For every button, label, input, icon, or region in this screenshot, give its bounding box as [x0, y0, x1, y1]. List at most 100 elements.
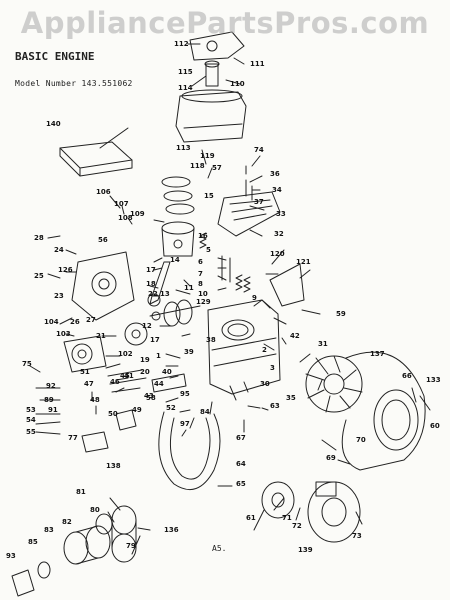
rod-assembly [115, 409, 137, 431]
muffler-body [63, 525, 111, 565]
part-callout-41: 41 [124, 372, 134, 380]
part-callout-89: 89 [44, 396, 54, 404]
part-callout-137: 137 [370, 350, 385, 358]
part-callout-138: 138 [106, 462, 121, 470]
part-callout-77: 77 [68, 434, 78, 442]
part-callout-33: 33 [276, 210, 286, 218]
part-callout-14: 14 [170, 256, 180, 264]
part-callout-50: 50 [108, 410, 118, 418]
part-callout-118: 118 [190, 162, 205, 170]
starter-pulley [261, 481, 295, 519]
part-callout-75: 75 [22, 360, 32, 368]
governor-gear [71, 343, 93, 365]
part-callout-70: 70 [356, 436, 366, 444]
part-callout-18: 18 [146, 280, 156, 288]
part-callout-27: 27 [86, 316, 96, 324]
model-number: Model Number 143.551062 [15, 79, 133, 88]
camshaft-gear [124, 322, 148, 346]
part-callout-61: 61 [246, 514, 256, 522]
part-callout-30: 30 [260, 380, 270, 388]
part-callout-45: 45 [120, 372, 130, 380]
cylinder-block [207, 299, 281, 395]
part-callout-121: 121 [296, 258, 311, 266]
part-callout-32: 32 [274, 230, 284, 238]
part-callout-84: 84 [200, 408, 210, 416]
part-callout-48: 48 [90, 396, 100, 404]
part-callout-106: 106 [96, 188, 111, 196]
piston-rings [161, 176, 195, 215]
choke-bracket [81, 431, 109, 453]
part-callout-46: 46 [110, 378, 120, 386]
part-callout-102: 102 [118, 350, 133, 358]
part-callout-34: 34 [272, 186, 282, 194]
flywheel [305, 355, 363, 413]
exhaust-pipe [11, 569, 35, 597]
part-callout-93: 93 [6, 552, 16, 560]
air-cleaner-body [175, 89, 247, 143]
part-callout-8: 8 [198, 280, 203, 288]
part-callout-15: 15 [204, 192, 214, 200]
crankcase-cover [71, 251, 135, 321]
part-callout-54: 54 [26, 416, 36, 424]
part-callout-36: 36 [270, 170, 280, 178]
part-callout-63: 63 [270, 402, 280, 410]
page-label: A5. [212, 544, 227, 553]
leader-lines [29, 43, 431, 555]
part-callout-60: 60 [430, 422, 440, 430]
part-callout-28: 28 [34, 234, 44, 242]
diagram-title: BASIC ENGINE [15, 50, 95, 63]
breather-plate [151, 373, 187, 393]
part-callout-97: 97 [180, 420, 190, 428]
part-callout-19: 19 [140, 356, 150, 364]
part-callout-74: 74 [254, 146, 264, 154]
part-callout-110: 110 [230, 80, 245, 88]
part-callout-136: 136 [164, 526, 179, 534]
part-callout-58: 58 [146, 394, 156, 402]
part-callout-111: 111 [250, 60, 265, 68]
part-callout-39: 39 [184, 348, 194, 356]
part-callout-104: 104 [44, 318, 59, 326]
pipe-plug [229, 381, 249, 401]
part-callout-1: 1 [156, 352, 161, 360]
part-callout-10: 10 [198, 290, 208, 298]
part-callout-21: 21 [96, 332, 106, 340]
part-callout-67: 67 [236, 434, 246, 442]
muffler-spacer [37, 561, 51, 579]
part-callout-119: 119 [200, 152, 215, 160]
part-callout-12: 12 [142, 322, 152, 330]
part-callout-7: 7 [198, 270, 203, 278]
part-callout-95: 95 [180, 390, 190, 398]
part-callout-129: 129 [196, 298, 211, 306]
part-callout-20: 20 [140, 368, 150, 376]
part-callout-5: 5 [206, 246, 211, 254]
part-callout-23: 23 [54, 292, 64, 300]
part-callout-42: 42 [290, 332, 300, 340]
part-callout-25: 25 [34, 272, 44, 280]
part-callout-83: 83 [44, 526, 54, 534]
part-callout-64: 64 [236, 460, 246, 468]
part-callout-139: 139 [298, 546, 313, 554]
air-cleaner-stud [204, 60, 220, 87]
part-callout-26: 26 [70, 318, 80, 326]
part-callout-31: 31 [318, 340, 328, 348]
part-callout-3: 3 [270, 364, 275, 372]
part-callout-103: 103 [56, 330, 71, 338]
part-callout-9: 9 [252, 294, 257, 302]
part-callout-65: 65 [236, 480, 246, 488]
air-cleaner-cover [189, 31, 245, 61]
part-callout-40: 40 [162, 368, 172, 376]
part-callout-66: 66 [402, 372, 412, 380]
dowel-pins [91, 391, 97, 415]
part-callout-107: 107 [114, 200, 129, 208]
part-callout-126: 126 [58, 266, 73, 274]
part-callout-35: 35 [286, 394, 296, 402]
part-callout-80: 80 [90, 506, 100, 514]
part-callout-17: 17 [146, 266, 156, 274]
cylinder-head-bolts [245, 165, 253, 201]
part-callout-24: 24 [54, 246, 64, 254]
part-callout-73: 73 [352, 532, 362, 540]
part-callout-140: 140 [46, 120, 61, 128]
part-callout-11: 11 [184, 284, 194, 292]
